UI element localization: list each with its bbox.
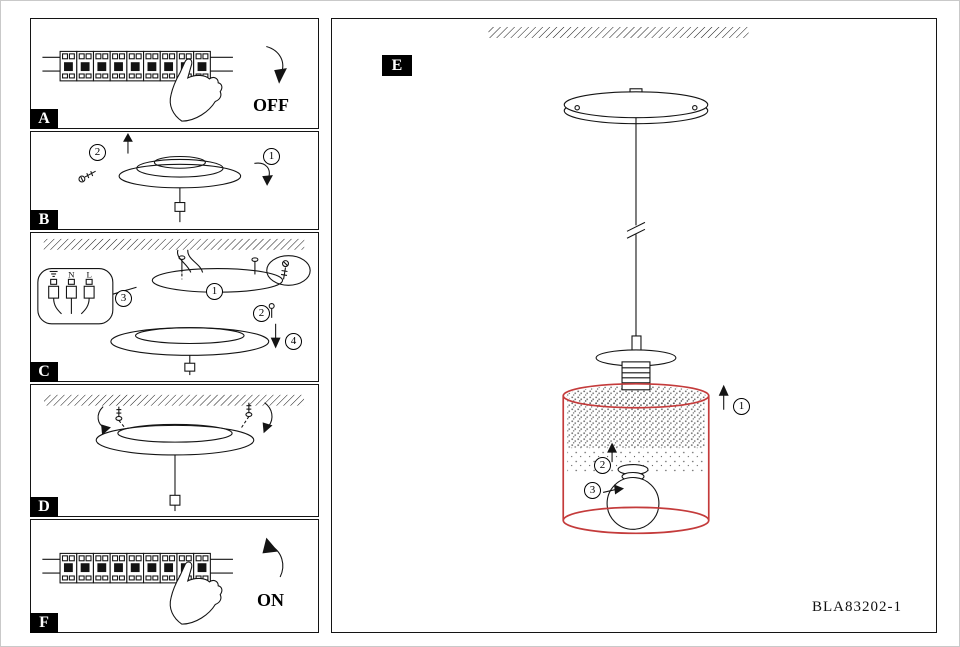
panel-d: D [30,384,319,517]
canopy [563,88,709,125]
screw-icon [268,303,275,318]
breaker-strip [42,552,233,584]
terminal-block [48,278,95,315]
terminal-label-l: L [86,269,91,279]
breaker-strip [42,50,233,82]
screw-icon [240,402,253,429]
marker-2: 2 [594,457,611,474]
panel-c-illustration: N L [37,238,311,376]
on-arrow-icon [262,537,284,578]
marker-3: 3 [115,290,132,307]
marker-1: 1 [263,148,280,165]
panel-d-illustration [43,394,305,512]
marker-1: 1 [206,283,223,300]
panel-b-label: B [30,210,58,230]
panel-c: N L [30,232,319,382]
socket [621,361,651,391]
off-text: OFF [253,95,289,115]
panel-a-label: A [30,109,58,129]
panel-c-label: C [30,362,58,382]
panel-f-illustration [42,537,284,625]
canopy [95,423,255,456]
up-arrow-icon [607,442,618,462]
panel-b: 2 1 B [30,131,319,230]
rotate-arrow-icon [262,402,273,434]
marker-4: 4 [285,333,302,350]
shade-speckle [566,385,706,474]
lampshade-bottom-rim [562,506,710,535]
rotate-arrow-icon [254,162,273,186]
off-arrow-icon [266,45,287,84]
screw-zoom [266,255,311,286]
panel-e: E 1 2 3 BLA83202-1 [331,18,937,633]
earth-symbol-icon [49,270,58,277]
panel-f-label: F [30,613,58,633]
marker-2: 2 [89,144,106,161]
ceiling-hatch [488,26,749,38]
up-arrow-icon [123,132,133,154]
bulb-icon [606,463,660,530]
hand-icon [169,58,223,122]
down-arrow-icon [270,323,281,349]
on-text: ON [257,590,284,610]
canopy [110,327,270,376]
pointer-arrow-icon [602,484,625,495]
terminal-zoom: N L [37,267,137,325]
panel-d-label: D [30,497,58,517]
up-arrow-icon [718,384,729,410]
marker-2: 2 [253,305,270,322]
panel-e-label: E [382,55,412,76]
panel-a: OFF A [30,18,319,129]
marker-3: 3 [584,482,601,499]
panel-e-illustration [488,26,749,535]
stem [174,187,186,223]
lampshade [562,382,710,521]
panel-b-illustration [78,132,273,223]
rotate-arrow-icon [97,406,111,436]
ceiling-hatch [43,238,305,250]
terminal-label-n: N [68,269,75,279]
part-code: BLA83202-1 [812,599,902,615]
stem [169,454,181,512]
hand-icon [169,561,223,625]
marker-1: 1 [733,398,750,415]
ceiling-hatch [43,394,305,406]
screw-icon [78,170,96,183]
canopy [118,155,242,189]
panel-f: ON F [30,519,319,633]
panel-a-illustration [42,45,287,122]
pendant-cord [626,117,646,355]
